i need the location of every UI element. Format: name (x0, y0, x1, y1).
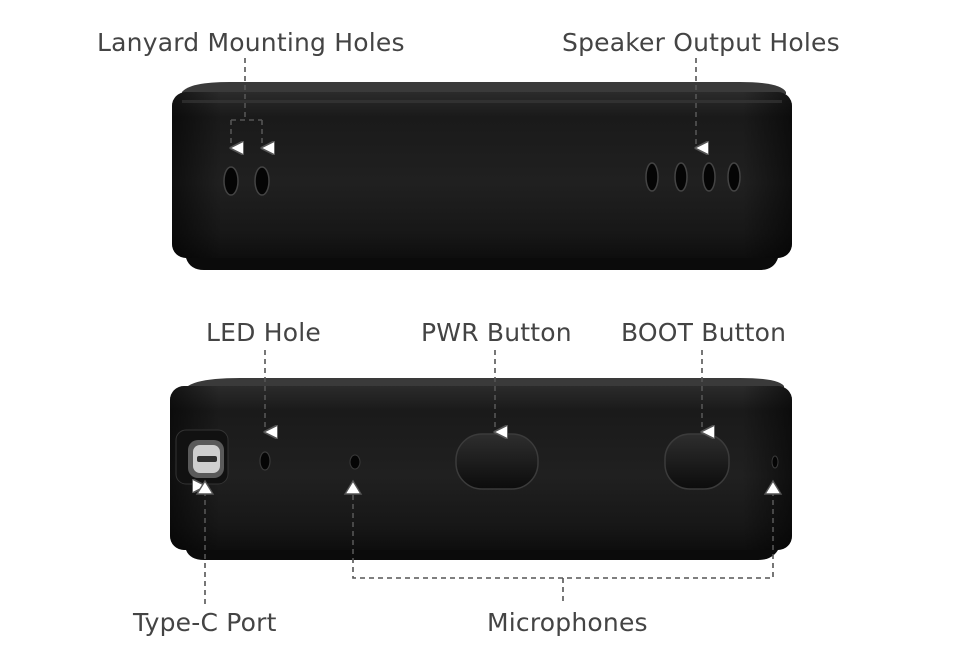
lanyard-hole-left (223, 166, 239, 196)
device-bottom-view (170, 378, 792, 560)
speaker-holes-label: Speaker Output Holes (562, 28, 840, 57)
upward-arrowheads (195, 479, 783, 495)
boot-button-label: BOOT Button (621, 318, 787, 347)
microphone-hole (349, 454, 361, 470)
type-c-port-label: Type-C Port (133, 608, 277, 637)
microphones-label: Microphones (487, 608, 648, 637)
speaker-hole (674, 162, 688, 192)
microphone-hole (771, 455, 779, 469)
speaker-hole (702, 162, 716, 192)
led-hole-label: LED Hole (206, 318, 321, 347)
device-top-view (172, 82, 792, 270)
speaker-hole (727, 162, 741, 192)
callout-lines (205, 58, 774, 604)
boot-button-shape (664, 433, 730, 490)
lanyard-hole-right (254, 166, 270, 196)
lanyard-holes-label: Lanyard Mounting Holes (97, 28, 405, 57)
pwr-button-label: PWR Button (421, 318, 572, 347)
led-hole (259, 451, 271, 471)
speaker-hole (645, 162, 659, 192)
type-c-port (175, 429, 229, 485)
pwr-button-shape (455, 433, 539, 490)
